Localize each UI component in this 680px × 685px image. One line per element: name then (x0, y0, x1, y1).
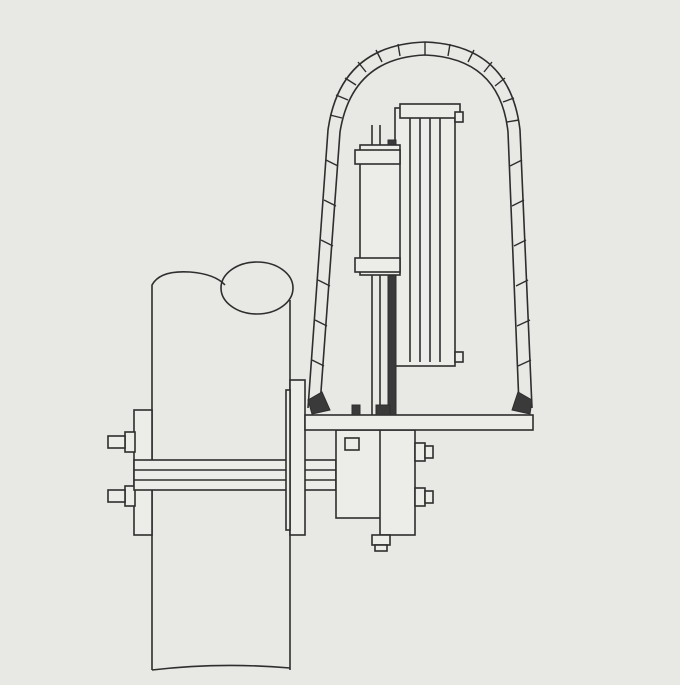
bolt-bottom (371, 534, 391, 546)
actuator (351, 125, 401, 416)
bolt-right-upper (414, 442, 426, 462)
battery-module (394, 103, 464, 367)
base-plate (304, 414, 534, 431)
pole (151, 261, 294, 671)
side-plate (289, 379, 306, 536)
bolt-upper-left (124, 431, 136, 453)
dome-cover (307, 41, 533, 415)
bolt-right-lower (414, 487, 426, 507)
junction-box (335, 429, 434, 552)
